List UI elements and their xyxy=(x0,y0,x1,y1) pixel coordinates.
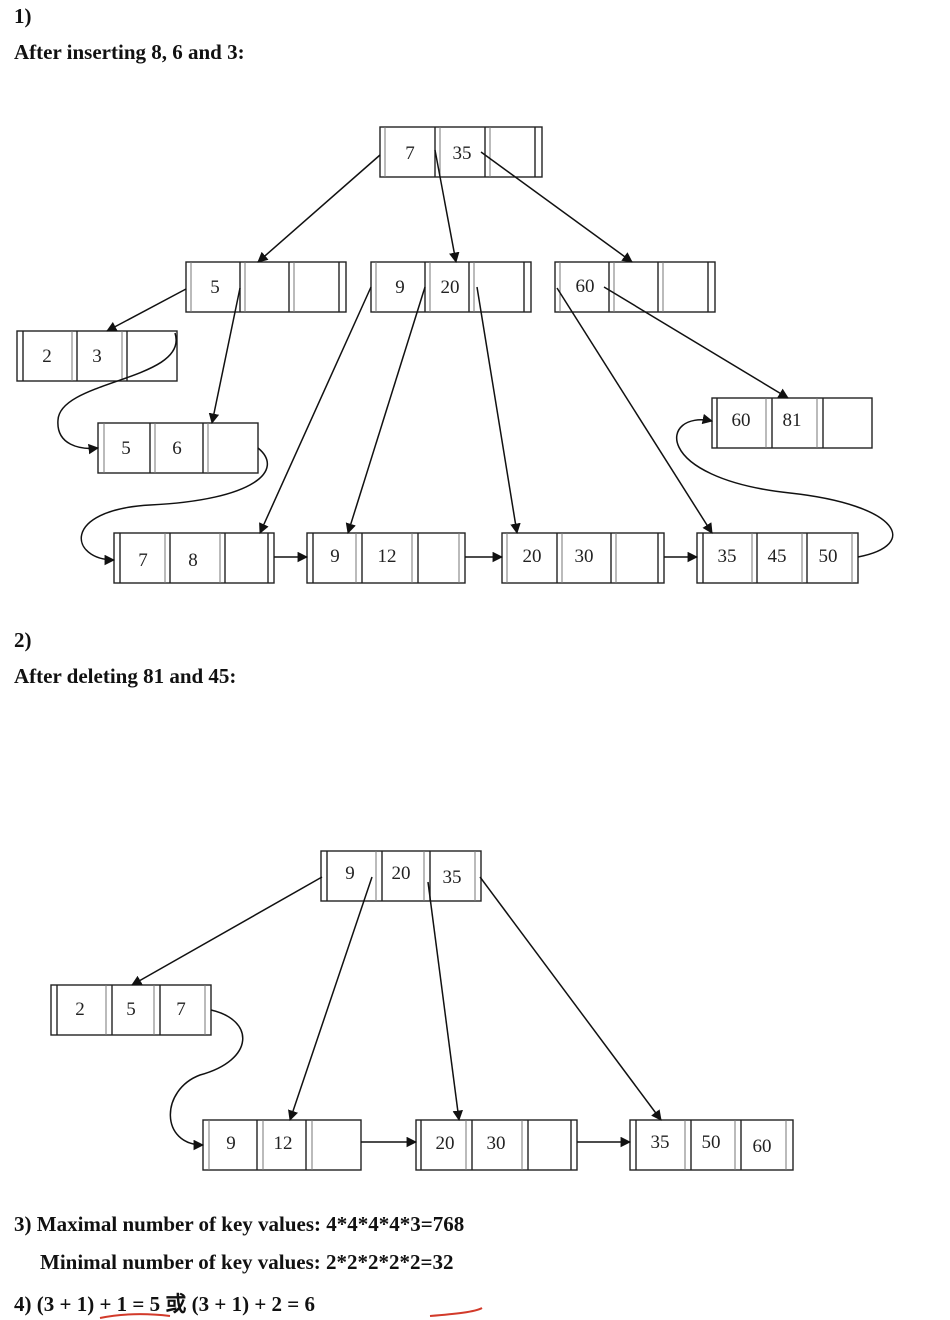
p1-leaf-60-81: 60 81 xyxy=(711,397,873,449)
part1-number: 1) xyxy=(14,4,32,28)
p1-leaf-5-6: 5 6 xyxy=(97,422,259,474)
p2-leaf355060-key-3: 60 xyxy=(753,1136,772,1157)
p1-leaf23-key-1: 2 xyxy=(42,346,52,367)
part1-caption: After inserting 8, 6 and 3: xyxy=(14,40,245,64)
p2-root-key-1: 9 xyxy=(345,863,355,884)
p2-leaf-20-30: 20 30 xyxy=(415,1119,578,1171)
p2-edge-root-leaf257 xyxy=(131,876,323,986)
p2-leaf912-key-2: 12 xyxy=(274,1133,293,1154)
p1-node-5: 5 xyxy=(185,261,347,313)
p2-leaf257-key-1: 2 xyxy=(75,999,85,1020)
p1-edge-root-node5 xyxy=(257,154,381,263)
p1-edge-node5-leaf56 xyxy=(208,287,241,425)
answer-line-3-max: 3) Maximal number of key values: 4*4*4*4… xyxy=(14,1212,465,1236)
p1-leaf78-key-1: 7 xyxy=(138,550,148,571)
p1-leaf354550-key-1: 35 xyxy=(718,546,737,567)
p1-leaf354550-key-2: 45 xyxy=(768,546,787,567)
p2-leaf257-key-3: 7 xyxy=(176,999,186,1020)
p1-leaf2030-key-1: 20 xyxy=(523,546,542,567)
p1-root-key-1: 7 xyxy=(405,143,415,164)
p2-leaf912-key-1: 9 xyxy=(226,1133,236,1154)
p2-leaf-2-5-7: 2 5 7 xyxy=(50,984,212,1036)
p2-leaf2030-key-2: 30 xyxy=(487,1133,506,1154)
p1-leaf6081-key-1: 60 xyxy=(732,410,751,431)
p1-root-node: 7 35 xyxy=(379,126,543,178)
p2-leaf355060-key-2: 50 xyxy=(702,1132,721,1153)
p1-leaf2030-key-2: 30 xyxy=(575,546,594,567)
p1-leaf-9-12: 9 12 xyxy=(306,532,466,584)
p1-node60-key-1: 60 xyxy=(576,276,595,297)
p1-link-leaf23-leaf56 xyxy=(57,332,177,455)
p1-edge-node5-leaf23 xyxy=(106,288,187,332)
p2-edge-root-leaf2030 xyxy=(427,881,463,1122)
p1-node920-key-1: 9 xyxy=(395,277,405,298)
answer-line-3-min: Minimal number of key values: 2*2*2*2*2=… xyxy=(40,1250,454,1274)
part2-number: 2) xyxy=(14,628,32,652)
p2-leaf355060-key-1: 35 xyxy=(651,1132,670,1153)
p1-leaf78-key-2: 8 xyxy=(188,550,198,571)
p1-edge-root-node920 xyxy=(434,149,460,264)
p2-link-leaf257-leaf912 xyxy=(169,1009,244,1151)
p1-leaf912-key-2: 12 xyxy=(378,546,397,567)
p1-leaf-20-30: 20 30 xyxy=(501,532,665,584)
p1-edge-node60-leaf354550 xyxy=(556,287,713,534)
p2-leaf257-key-2: 5 xyxy=(126,999,136,1020)
p1-leaf912-key-1: 9 xyxy=(330,546,340,567)
p1-edge-node60-leaf6081 xyxy=(603,286,789,399)
p2-leaf-9-12: 9 12 xyxy=(202,1119,362,1171)
p1-link-leaf354550-leaf6081 xyxy=(675,413,894,558)
p2-edge-root-leaf355060 xyxy=(479,876,662,1121)
p2-root-key-2: 20 xyxy=(392,863,411,884)
red-underline-marks xyxy=(99,1307,483,1319)
p1-edge-node920-leaf2030 xyxy=(476,286,521,535)
p2-leaf-35-50-60: 35 50 60 xyxy=(629,1119,794,1171)
p1-leaf56-key-1: 5 xyxy=(121,438,131,459)
p1-node5-key-1: 5 xyxy=(210,277,220,298)
p1-leaf6081-key-2: 81 xyxy=(783,410,802,431)
p1-leaf23-key-2: 3 xyxy=(92,346,102,367)
p1-root-key-2: 35 xyxy=(453,143,472,164)
p1-edge-node920-leaf78 xyxy=(259,286,372,534)
p1-leaf-7-8: 7 8 xyxy=(113,532,275,584)
p1-node-60: 60 xyxy=(554,261,716,313)
part2-caption: After deleting 81 and 45: xyxy=(14,664,237,688)
p1-leaf-35-45-50: 35 45 50 xyxy=(696,532,859,584)
answer-line-4: 4) (3 + 1) + 1 = 5 或 (3 + 1) + 2 = 6 xyxy=(14,1292,316,1316)
p1-link-leaf56-leaf78 xyxy=(80,447,269,566)
p2-leaf2030-key-1: 20 xyxy=(436,1133,455,1154)
p1-node-9-20: 9 20 xyxy=(370,261,532,313)
p1-edge-node920-leaf912 xyxy=(345,286,426,535)
p1-node920-key-2: 20 xyxy=(441,277,460,298)
p1-leaf-2-3: 2 3 xyxy=(16,330,178,382)
p2-root-node: 9 20 35 xyxy=(320,850,482,902)
p1-leaf56-key-2: 6 xyxy=(172,438,182,459)
p1-leaf354550-key-3: 50 xyxy=(819,546,838,567)
p2-root-key-3: 35 xyxy=(443,867,462,888)
p1-edge-root-node60 xyxy=(480,151,633,263)
p2-edge-root-leaf912 xyxy=(288,876,373,1121)
